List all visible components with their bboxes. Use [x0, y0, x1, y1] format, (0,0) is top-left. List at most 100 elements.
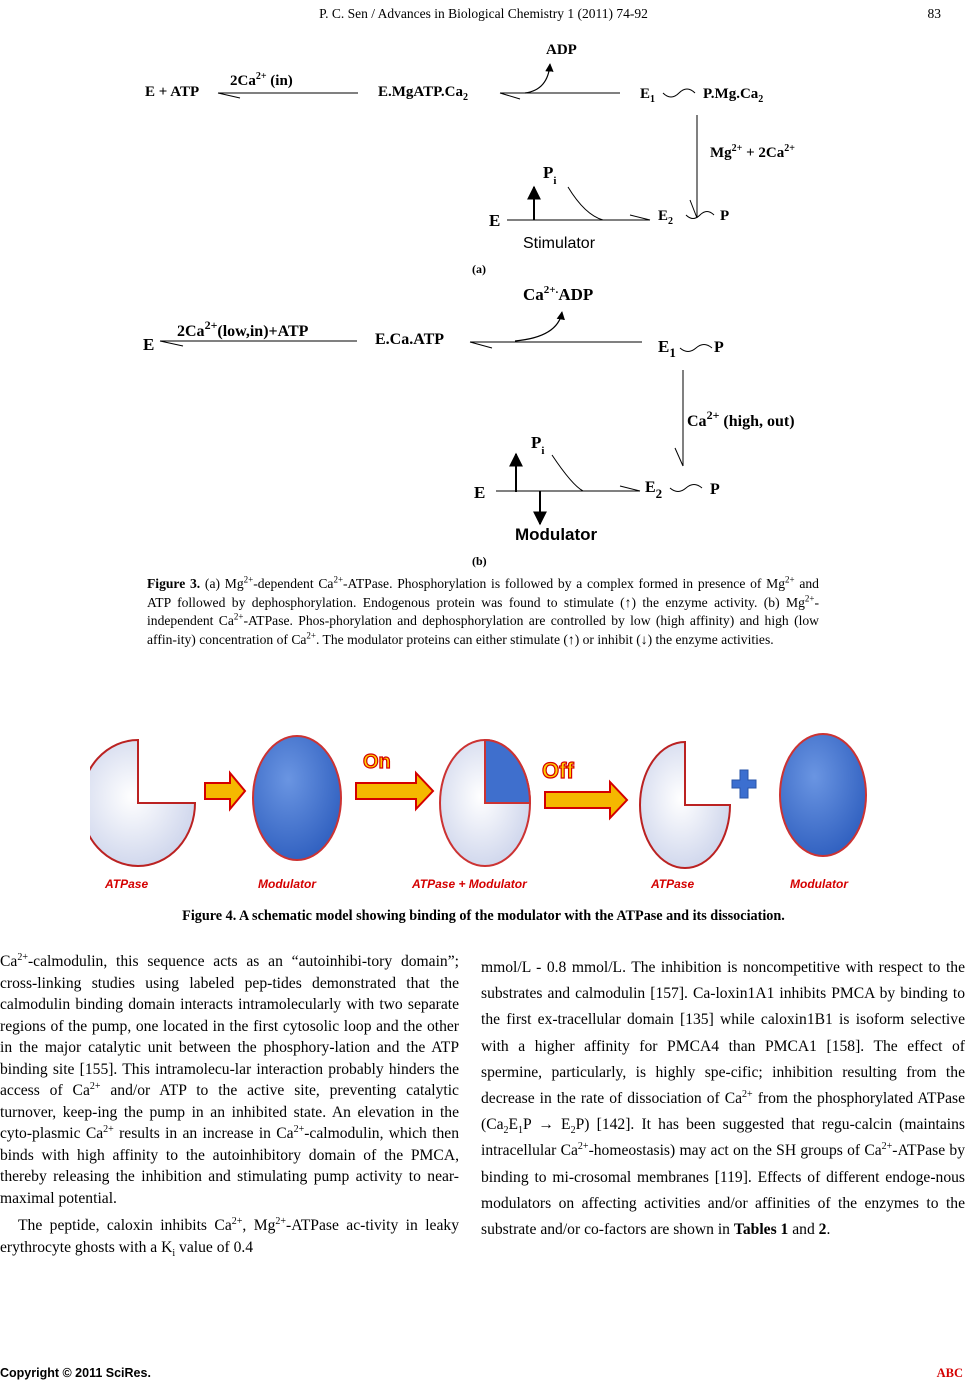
text: from the phosphorylated ATPase (Ca: [481, 1090, 965, 1134]
atpase-shape-1: [90, 738, 197, 867]
sub: 2: [570, 1125, 576, 1137]
fig3a-adp-curve: [524, 63, 554, 94]
sup: 2+: [231, 1215, 243, 1227]
figure-3-caption: Figure 3. (a) Mg2+-dependent Ca2+-ATPase…: [147, 575, 819, 649]
arrow-on: [355, 770, 435, 812]
fig3b-modulator: Modulator: [515, 525, 598, 544]
atpase-shape-2: [639, 740, 732, 869]
fig3b-adp-curve: [514, 311, 565, 342]
text: -ATPase by binding to mi-crosomal membra…: [481, 1142, 965, 1239]
fig3a-stimulator: Stimulator: [523, 235, 596, 252]
text: and: [788, 1221, 819, 1239]
caption-text: . The modulator proteins can either stim…: [316, 631, 774, 647]
label-atpase-1: ATPase: [104, 877, 148, 891]
text: P → E: [523, 1116, 571, 1134]
caption-text: -ATPase. Phosphorylation is followed by …: [343, 576, 786, 591]
caption-text: -independent Ca: [147, 594, 819, 629]
caption-sup: 2+: [785, 574, 795, 585]
fig3b-e1: E1: [658, 337, 676, 360]
text: -calmodulin, which then binds with high …: [0, 1125, 459, 1207]
figure-4-diagram: On Off ATPase Modulator ATPase + Modulat…: [90, 733, 867, 891]
fig3b-arrow-2-back: [469, 341, 493, 349]
running-title: P. C. Sen / Advances in Biological Chemi…: [319, 6, 648, 21]
fig3b-pi-curve: [551, 454, 584, 492]
sup: 2+: [275, 1215, 287, 1227]
caption-sup: 2+: [233, 611, 244, 622]
text: The peptide, caloxin inhibits Ca: [18, 1217, 232, 1234]
caption-sup: 2+: [333, 574, 344, 585]
plus-icon: [731, 769, 757, 799]
label-complex: ATPase + Modulator: [411, 877, 528, 891]
fig3a-p: P: [720, 208, 729, 224]
fig3b-label: (b): [472, 554, 487, 568]
fig3b-tilde-2: [669, 484, 703, 492]
arrow-off: [544, 779, 629, 821]
fig3b-ca-adp: Ca2+.ADP: [523, 284, 593, 304]
copyright: Copyright © 2011 SciRes.: [0, 1366, 151, 1380]
sup: 2+: [103, 1123, 114, 1135]
fig3a-bottom-head: [629, 214, 651, 221]
text: .: [826, 1221, 831, 1239]
text: results in an increase in Ca: [113, 1125, 294, 1142]
fig3a-label: (a): [472, 262, 486, 276]
caption-sup: 2+: [243, 574, 254, 585]
table-reference[interactable]: 2: [818, 1221, 827, 1239]
modulator-shape-2: [779, 733, 867, 857]
fig3b-ecaatp: E.Ca.ATP: [375, 331, 444, 348]
text: , Mg: [242, 1217, 276, 1234]
fig3a-e: E: [489, 211, 500, 230]
right-column: mmol/L - 0.8 mmol/L. The inhibition is n…: [481, 955, 965, 1243]
text: P) [142]. It has been suggested that reg…: [481, 1116, 966, 1160]
fig3a-pi: Pi: [543, 163, 556, 187]
paragraph: The peptide, caloxin inhibits Ca2+, Mg2+…: [0, 1215, 459, 1258]
fig3b-tilde-1: [679, 344, 713, 352]
fig3a-arrow-1-back: [217, 92, 241, 99]
off-label: Off: [542, 758, 574, 783]
paragraph: mmol/L - 0.8 mmol/L. The inhibition is n…: [481, 955, 965, 1243]
label-modulator-1: Modulator: [258, 877, 317, 891]
fig3a-tilde-1: [662, 88, 696, 98]
text: Ca: [0, 953, 18, 970]
sup: 2+: [881, 1141, 893, 1153]
modulator-shape-1: [252, 735, 342, 861]
fig3b-p2: P: [710, 481, 720, 498]
table-reference[interactable]: Tables 1: [733, 1221, 789, 1239]
caption-text: -dependent Ca: [253, 576, 334, 591]
on-label: On: [363, 751, 391, 773]
fig3b-ca-high: Ca2+ (high, out): [687, 408, 795, 430]
figure-3-caption-label: Figure 3.: [147, 576, 201, 591]
fig3b-ca-low: 2Ca2+(low,in)+ATP: [177, 318, 309, 340]
fig3a-e-atp: E + ATP: [145, 84, 199, 100]
fig3b-pi: Pi: [531, 433, 544, 457]
text: value of 0.4: [175, 1238, 254, 1256]
sup: 2+: [17, 951, 28, 963]
complex-modulator-quadrant: [484, 738, 532, 804]
fig3b-arrow-1-back: [159, 340, 184, 347]
text: mmol/L - 0.8 mmol/L. The inhibition is n…: [481, 959, 965, 1108]
fig3b-bottom-head: [619, 485, 641, 492]
text: E: [508, 1116, 519, 1134]
label-atpase-2: ATPase: [650, 877, 694, 891]
caption-text: and ATP followed by dephosphorylation. E…: [147, 576, 819, 610]
caption-text: -ATPase. Phos-phorylation and dephosphor…: [147, 613, 819, 647]
text: -ATPase ac-tivity in leaky erythrocyte g…: [0, 1217, 459, 1256]
fig3a-arrow-2-back: [499, 92, 521, 100]
fig3b-e-bottom: E: [474, 483, 485, 502]
text: -homeostasis) may act on the SH groups o…: [588, 1142, 882, 1160]
sup: 2+: [293, 1123, 305, 1135]
sub: 1: [518, 1125, 524, 1137]
fig3a-ca-in: 2Ca2+ (in): [230, 71, 293, 89]
sup: 2+: [577, 1141, 589, 1153]
arrow-1: [204, 770, 247, 812]
caption-sup: 2+: [804, 593, 815, 604]
fig3a-e2: E2: [658, 208, 673, 227]
fig3b-e: E: [143, 335, 154, 354]
sub: 2: [503, 1125, 509, 1137]
fig3a-adp: ADP: [546, 42, 577, 58]
journal-logo: ABC: [936, 1366, 963, 1380]
figure-4-caption: Figure 4. A schematic model showing bind…: [182, 908, 785, 924]
label-modulator-2: Modulator: [790, 877, 849, 891]
caption-text: (a) Mg: [200, 576, 244, 591]
sup: 2+: [89, 1080, 101, 1092]
left-column: Ca2+-calmodulin, this sequence acts as a…: [0, 951, 459, 1258]
